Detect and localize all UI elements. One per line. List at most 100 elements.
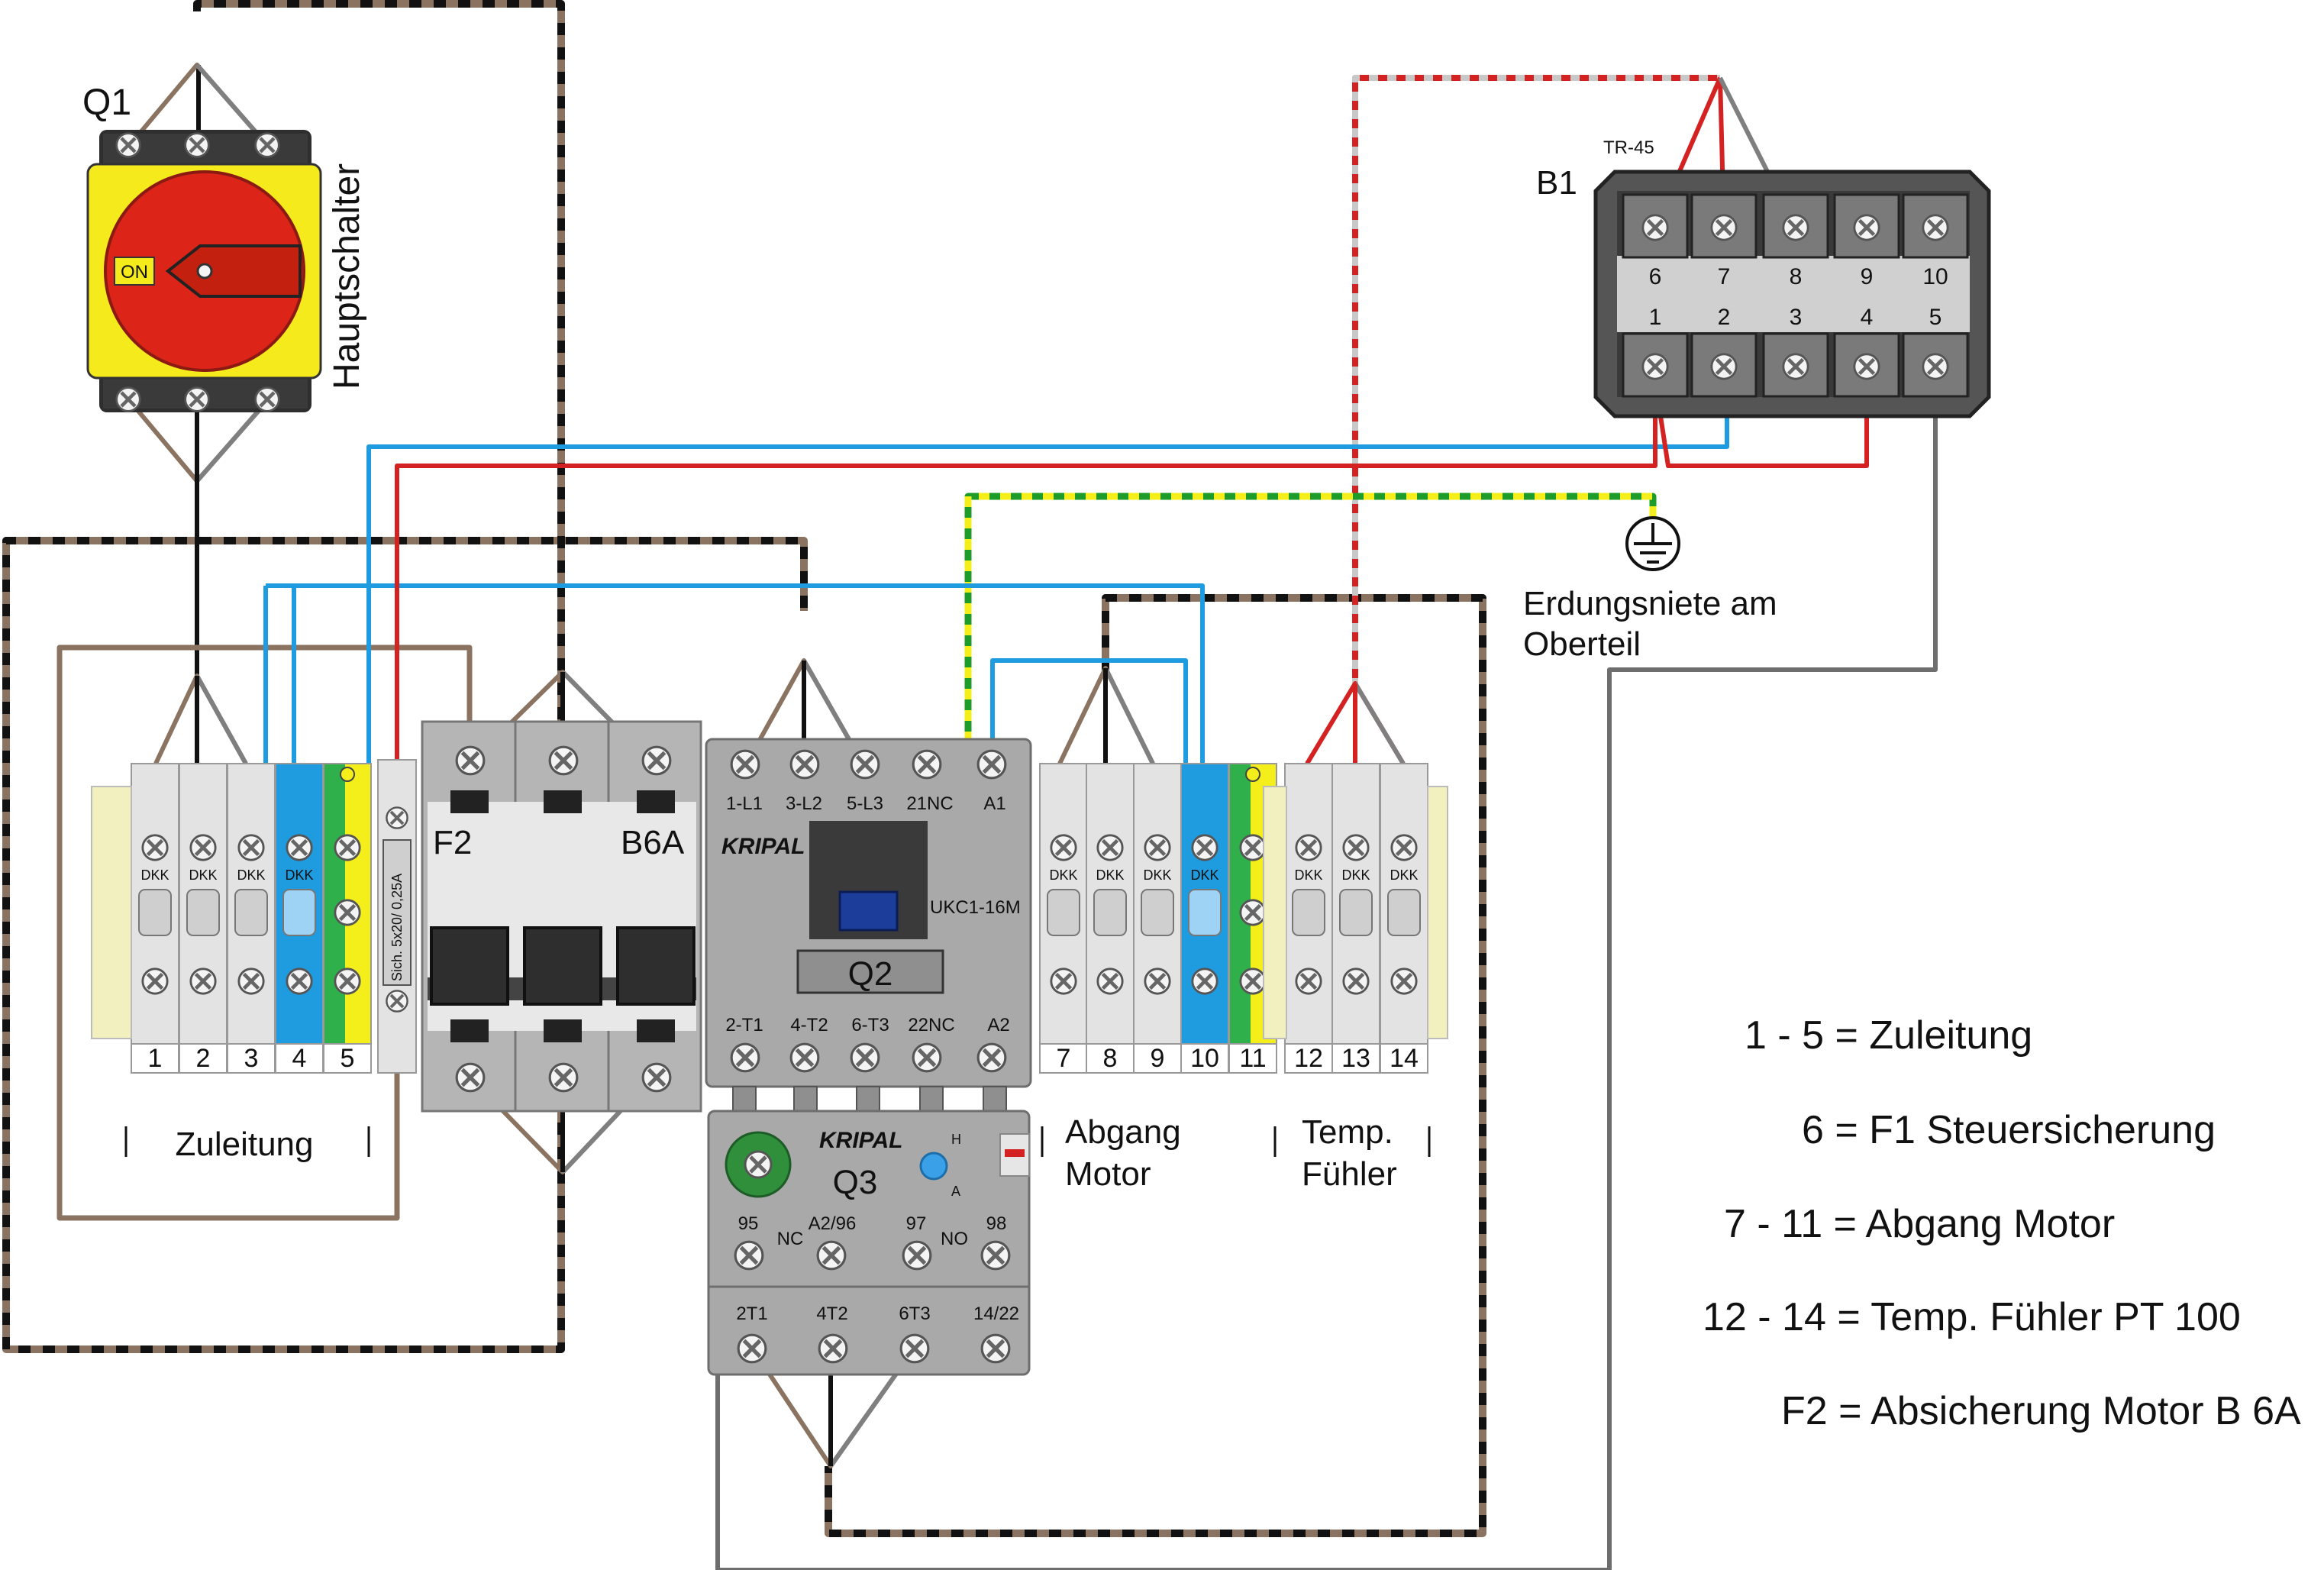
terminal-block: DKK 8 (1086, 763, 1135, 1074)
dkk-tag: DKK (1341, 867, 1370, 883)
terminal-block: DKK 7 (1039, 763, 1088, 1074)
dial-a-label: A (951, 1184, 960, 1199)
end-cap (91, 786, 132, 1039)
terminal-number: 8 (1103, 1044, 1118, 1073)
legend: 1 - 5 = Zuleitung 6 = F1 Steuersicherung… (1703, 1013, 2301, 1433)
end-cap (1427, 786, 1448, 1039)
q3-terminal-label: 14/22 (973, 1303, 1019, 1324)
terminal-number: 9 (1151, 1044, 1165, 1073)
cable-sheath-motor (825, 594, 1486, 1537)
terminal-number: 10 (1190, 1044, 1219, 1073)
q3-terminal-label: 97 (906, 1213, 927, 1234)
terminal-block: DKK 3 (227, 763, 276, 1074)
b1-pin-label: 5 (1929, 305, 1942, 330)
terminal-block: DKK 14 (1380, 763, 1428, 1074)
b1-pin-label: 7 (1718, 264, 1731, 289)
mcb-f2 (421, 720, 702, 1113)
f2-label: F2 (433, 824, 472, 861)
fuehler-label: Fühler (1302, 1155, 1397, 1193)
earth-wire (964, 493, 1657, 764)
terminal-number: 14 (1390, 1044, 1419, 1073)
b6a-label: B6A (621, 824, 685, 861)
terminal-block: DKK 10 (1180, 763, 1229, 1074)
main-switch-q1: ON (86, 130, 322, 412)
terminal-number: 11 (1239, 1044, 1266, 1073)
q2-terminal-label: 5-L3 (847, 793, 883, 814)
earth-icon (1625, 516, 1680, 571)
q2-terminal-label: 3-L2 (786, 793, 822, 814)
q2-terminal-label: 21NC (906, 793, 953, 814)
q2-terminal-label: 22NC (908, 1015, 954, 1035)
q3-terminal-label: 2T1 (736, 1303, 767, 1324)
dkk-tag: DKK (1096, 867, 1124, 883)
dkk-tag: DKK (189, 867, 217, 883)
group-brackets (124, 1126, 1431, 1157)
b1-pin-label: 10 (1922, 264, 1948, 289)
fuse-label: Sich. 5x20/ 0,25A (389, 874, 405, 981)
fuse-terminal-6: Sich. 5x20/ 0,25A (377, 759, 417, 1074)
q3-terminal-label: A2/96 (809, 1213, 857, 1234)
q2-terminal-label: 4-T2 (790, 1015, 828, 1035)
abgang-label: Abgang (1065, 1113, 1181, 1151)
terminal-block: DKK 13 (1331, 763, 1380, 1074)
no-label: NO (941, 1229, 968, 1249)
b1-pin-label: 9 (1861, 264, 1874, 289)
q3-terminal-label: 6T3 (899, 1303, 930, 1324)
terminal-number: 2 (196, 1044, 211, 1073)
q2-label: Q2 (848, 955, 893, 993)
q2-terminal-label: 2-T1 (725, 1015, 763, 1035)
earth-label-line2: Oberteil (1523, 625, 1641, 663)
terminal-number: 13 (1341, 1044, 1370, 1073)
terminal-block: DKK 4 (275, 763, 324, 1074)
terminal-number: 7 (1057, 1044, 1071, 1073)
temp-label: Temp. (1302, 1113, 1393, 1151)
terminal-block: 5 (323, 763, 372, 1074)
q1-label: Q1 (82, 82, 131, 123)
q2-q3-tabs (732, 1086, 1007, 1114)
q2-terminal-label: A2 (987, 1015, 1009, 1035)
overload-relay-q3 (707, 1110, 1031, 1376)
terminal-block: DKK 2 (179, 763, 228, 1074)
b1-pin-label: 3 (1790, 305, 1803, 330)
dkk-tag: DKK (237, 867, 265, 883)
dial-h-label: H (951, 1132, 961, 1147)
earth-icon (1245, 767, 1260, 782)
dkk-tag: DKK (285, 867, 313, 883)
q3-terminal-label: 4T2 (816, 1303, 847, 1324)
wires (2, 0, 1938, 1570)
dkk-tag: DKK (1049, 867, 1077, 883)
terminal-block: 11 (1228, 763, 1277, 1074)
contactor-q2 (705, 738, 1032, 1088)
terminal-number: 5 (341, 1044, 355, 1073)
b1-label: B1 (1536, 164, 1577, 202)
q2-terminal-label: A1 (983, 793, 1005, 814)
dkk-tag: DKK (1190, 867, 1218, 883)
b1-pin-label: 1 (1649, 305, 1662, 330)
b1-pin-label: 8 (1790, 264, 1803, 289)
dkk-tag: DKK (1143, 867, 1171, 883)
switch-on-label: ON (121, 262, 148, 283)
b1-pin-label: 6 (1649, 264, 1662, 289)
q3-terminal-label: 98 (986, 1213, 1007, 1234)
terminal-number: 3 (244, 1044, 259, 1073)
zuleitung-label: Zuleitung (175, 1126, 313, 1163)
motor-label: Motor (1065, 1155, 1151, 1193)
legend-item: 7 - 11 = Abgang Motor (1724, 1202, 2115, 1246)
nc-label: NC (777, 1229, 804, 1249)
b1-pin-label: 2 (1718, 305, 1731, 330)
dkk-tag: DKK (140, 867, 169, 883)
dkk-tag: DKK (1390, 867, 1418, 883)
q3-terminal-label: 95 (738, 1213, 759, 1234)
q2-terminal-label: 6-T3 (851, 1015, 889, 1035)
q2-brand: KRIPAL (721, 834, 805, 859)
legend-item: F2 = Absicherung Motor B 6A (1781, 1389, 2301, 1433)
terminal-number: 4 (292, 1044, 307, 1073)
earth-label-line1: Erdungsniete am (1523, 585, 1777, 622)
b1-model: TR-45 (1603, 137, 1654, 158)
q2-terminal-label: 1-L1 (726, 793, 763, 814)
